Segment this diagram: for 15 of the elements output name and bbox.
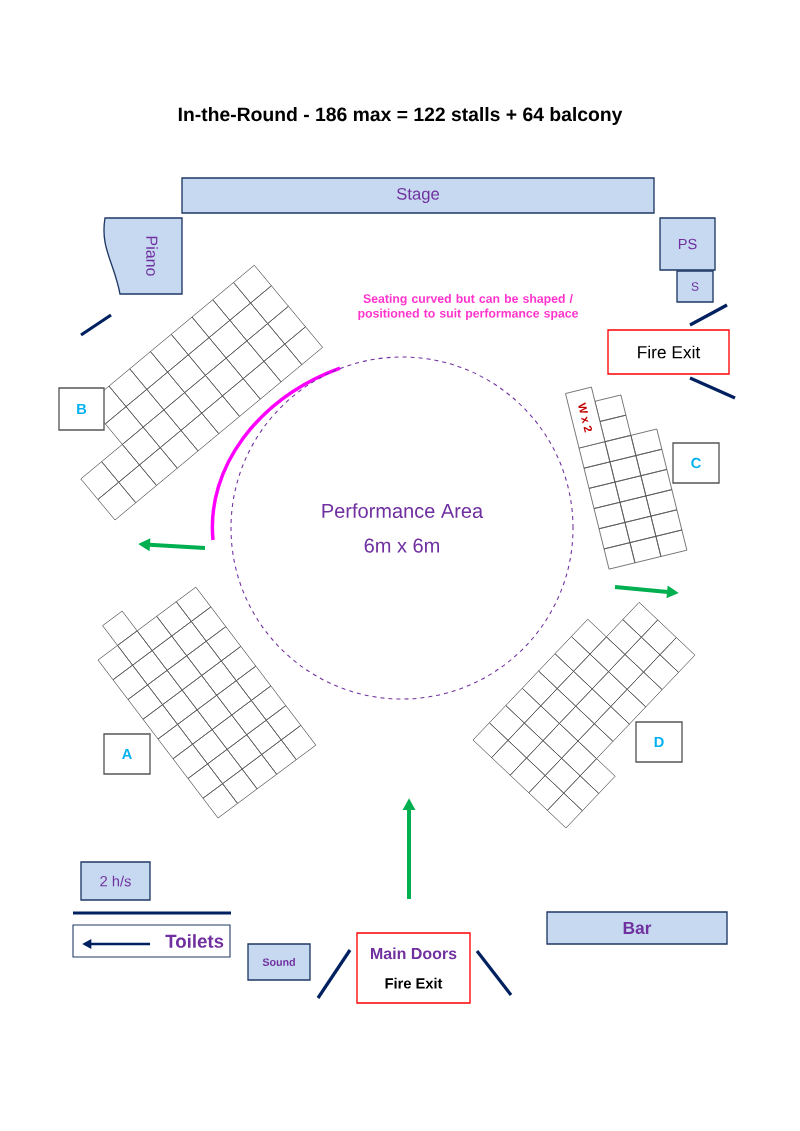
stage-box: Stage xyxy=(181,177,655,214)
section-label-box: D xyxy=(635,721,683,763)
note-text: Seating curved but can be shaped / positioned to suit performance space xyxy=(358,293,578,321)
title: In-the-Round - 186 max = 122 stalls + 64 balcony xyxy=(178,107,623,125)
section-label-box: A xyxy=(103,733,151,775)
label-box: S xyxy=(676,270,714,303)
toilets-sign: Toilets xyxy=(72,924,231,958)
doors-box: Main Doors Fire Exit xyxy=(356,932,471,1004)
label-box: Sound xyxy=(247,943,311,981)
label-box: 2 h/s xyxy=(80,861,151,901)
bar-box: Bar xyxy=(546,911,728,945)
wheelchair-space-box: W x 2 xyxy=(565,386,606,449)
section-label-box: C xyxy=(672,442,720,484)
section-label-box: B xyxy=(58,387,105,431)
fire-exit-box: Fire Exit xyxy=(607,329,730,375)
